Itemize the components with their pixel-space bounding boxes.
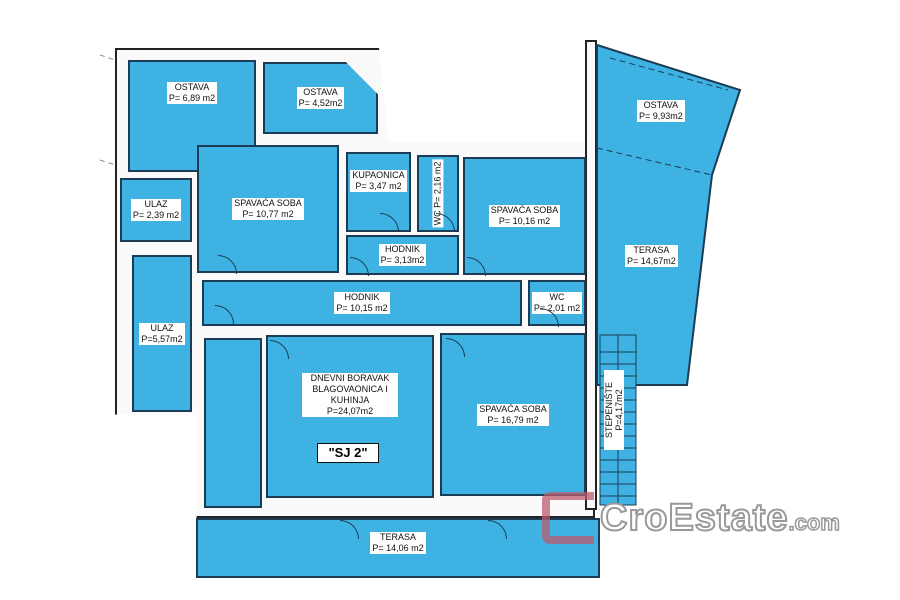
unit-label: "SJ 2" bbox=[317, 443, 379, 463]
site-dashed-line bbox=[99, 159, 116, 166]
room-living-left bbox=[204, 338, 262, 508]
logo-mark-icon bbox=[542, 492, 594, 544]
terrace-polygon bbox=[596, 43, 742, 386]
site-dashed-line bbox=[99, 54, 116, 61]
storage-dashed-line bbox=[609, 57, 729, 91]
watermark-logo: CroEstate .com bbox=[542, 492, 841, 544]
